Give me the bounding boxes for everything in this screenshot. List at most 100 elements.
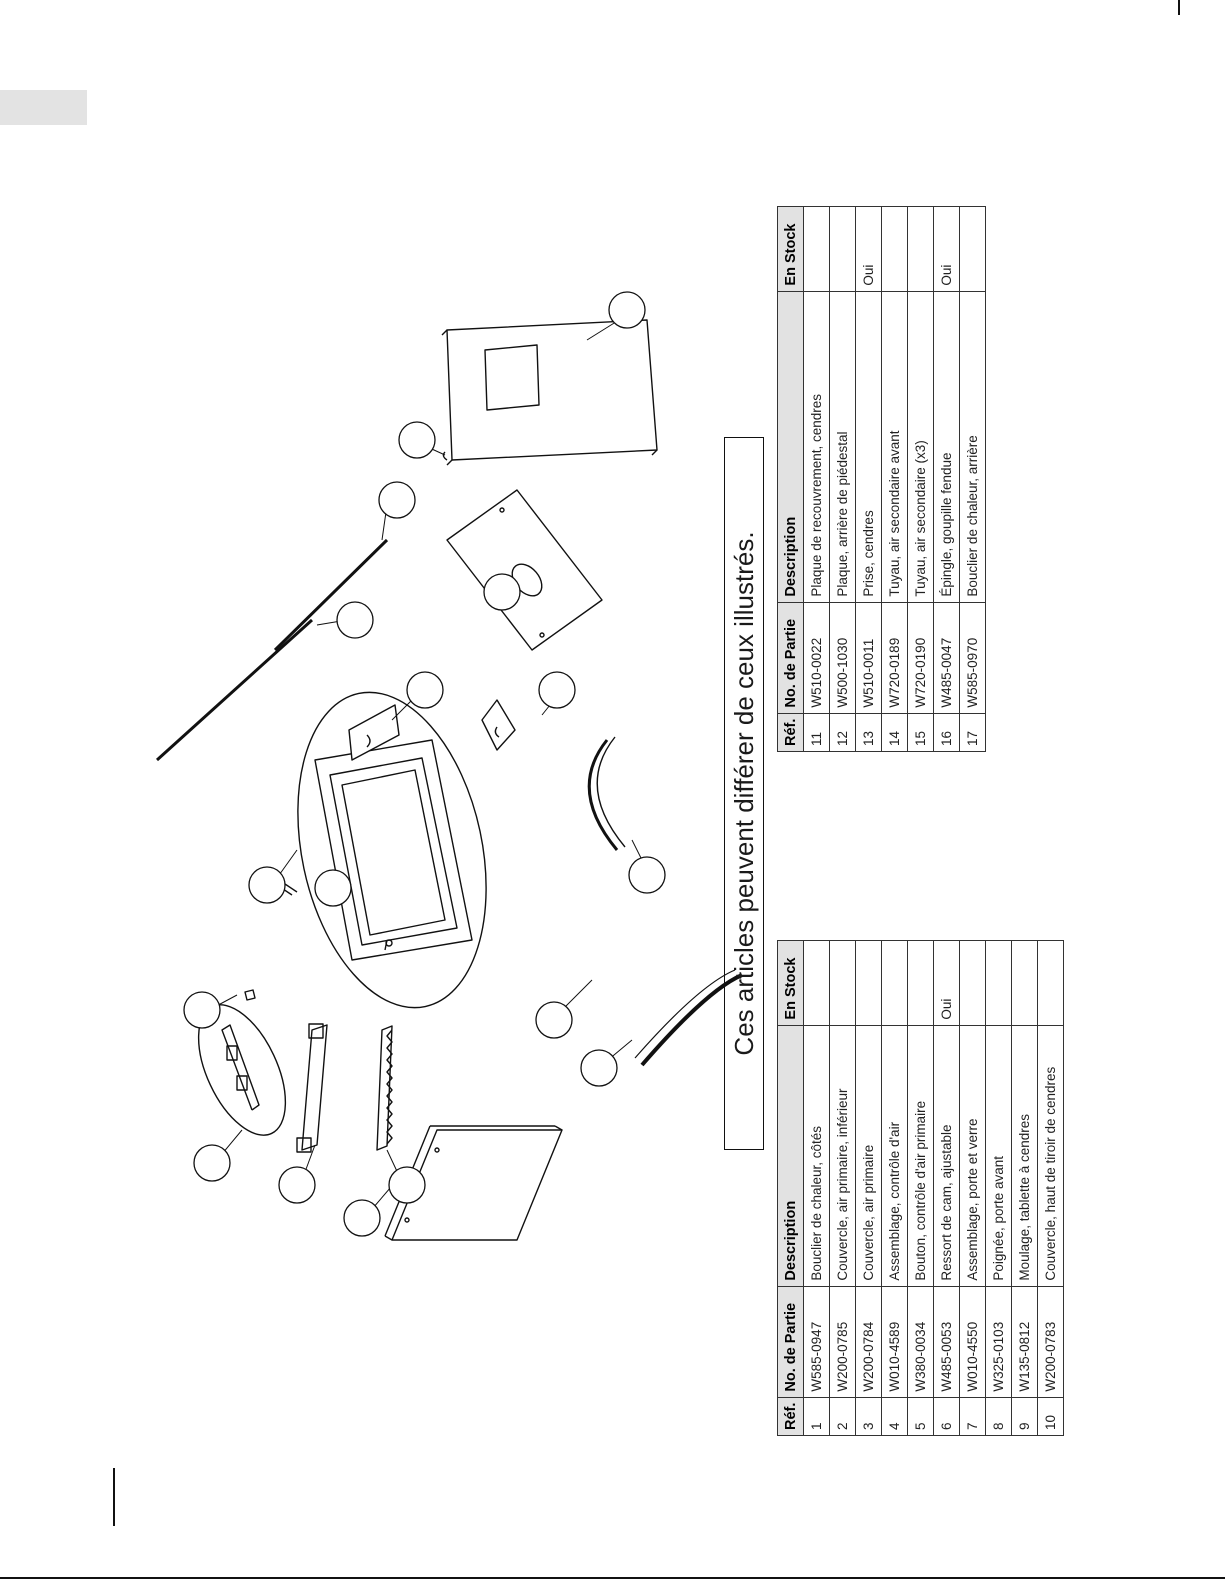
cell-ref: 16 [933,713,960,752]
column-header-part-number: No. de Partie [777,602,804,714]
table-header-row: Réf. No. de Partie Description En Stock [777,206,804,752]
cell-ref: 17 [959,713,986,752]
cell-description: Couvercle, air primaire [855,1025,882,1287]
ash-cover-plate-part [446,489,603,651]
cell-ref: 6 [933,1397,960,1436]
page-margin-rule [113,1468,115,1526]
column-header-description: Description [777,291,804,603]
cell-part-number: W380-0034 [907,1286,934,1398]
cell-stock [1011,940,1038,1026]
cell-stock [803,206,830,292]
cell-stock [829,206,856,292]
column-header-part-number: No. de Partie [777,1286,804,1398]
cell-ref: 10 [1037,1397,1064,1436]
cell-stock [1037,940,1064,1026]
cell-part-number: W010-4550 [959,1286,986,1398]
cell-ref: 13 [855,713,882,752]
cell-part-number: W720-0190 [907,602,934,714]
rotated-parts-page: Ces articles peuvent différer de ceux il… [87,0,1137,1450]
cell-ref: 3 [855,1397,882,1436]
cell-stock [829,940,856,1026]
cell-description: Bouclier de chaleur, côtés [803,1025,830,1287]
cell-part-number: W200-0783 [1037,1286,1064,1398]
section-tab-marker [0,90,87,125]
cell-description: Bouclier de chaleur, arrière [959,291,986,603]
cell-part-number: W510-0022 [803,602,830,714]
cell-description: Plaque, arrière de piédestal [829,291,856,603]
air-control-knob-part [244,989,256,1001]
cell-ref: 9 [1011,1397,1038,1436]
cell-ref: 4 [881,1397,908,1436]
cell-ref: 1 [803,1397,830,1436]
disclaimer-banner: Ces articles peuvent différer de ceux il… [724,437,764,1150]
cell-stock: Oui [855,206,882,292]
page-footer-rule [0,1577,1225,1579]
cell-description: Ressort de cam, ajustable [933,1025,960,1287]
cell-ref: 15 [907,713,934,752]
ash-plug-part [481,699,516,751]
exploded-parts-diagram [155,291,743,1241]
pedestal-back-plate-part [348,704,400,761]
cell-stock [985,940,1012,1026]
door-glass-assembly-part [297,691,487,1009]
cell-ref: 7 [959,1397,986,1436]
cell-part-number: W485-0047 [933,602,960,714]
cell-stock: Oui [933,940,960,1026]
cell-part-number: W200-0784 [855,1286,882,1398]
ash-drawer-top-cover-part [587,736,626,851]
callout-markers [183,291,666,1237]
heat-shield-side-part [384,1125,563,1241]
cell-description: Bouton, contrôle d'air primaire [907,1025,934,1287]
cell-stock [959,206,986,292]
cell-stock [907,940,934,1026]
cell-description: Poignée, porte avant [985,1025,1012,1287]
cell-part-number: W325-0103 [985,1286,1012,1398]
cell-ref: 5 [907,1397,934,1436]
cell-stock [881,206,908,292]
cell-part-number: W485-0053 [933,1286,960,1398]
column-header-ref: Réf. [777,713,804,752]
heat-shield-rear-part [441,319,658,466]
cell-stock [881,940,908,1026]
cell-part-number: W585-0970 [959,602,986,714]
column-header-stock: En Stock [777,940,804,1026]
cell-stock [855,940,882,1026]
cell-description: Prise, cendres [855,291,882,603]
cell-ref: 2 [829,1397,856,1436]
cell-description: Tuyau, air secondaire (x3) [907,291,934,603]
cell-description: Plaque de recouvrement, cendres [803,291,830,603]
cell-description: Moulage, tablette à cendres [1011,1025,1038,1287]
column-header-stock: En Stock [777,206,804,292]
cell-description: Couvercle, air primaire, inférieur [829,1025,856,1287]
secondary-air-tube-parts [155,538,389,762]
cell-part-number: W585-0947 [803,1286,830,1398]
door-handle-part [634,969,743,1067]
split-pin-part [442,451,448,461]
cell-part-number: W510-0011 [855,602,882,714]
parts-table-11-17: Réf. No. de Partie Description En Stock … [777,206,986,752]
cell-stock: Oui [933,206,960,292]
cell-stock [907,206,934,292]
cell-part-number: W200-0785 [829,1286,856,1398]
cell-part-number: W500-1030 [829,602,856,714]
cell-stock [959,940,986,1026]
ash-shelf-casting-part [376,1025,393,1151]
cell-ref: 8 [985,1397,1012,1436]
